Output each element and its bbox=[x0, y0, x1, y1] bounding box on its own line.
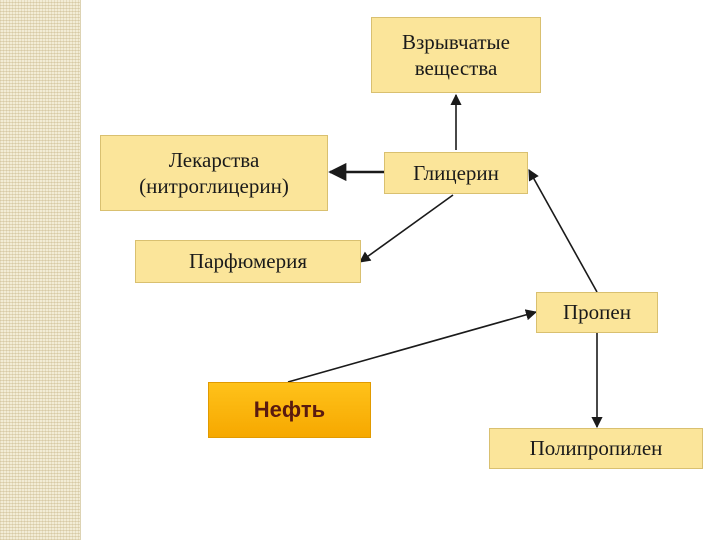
node-oil: Нефть bbox=[208, 382, 371, 438]
edge-oil-to-propene bbox=[287, 309, 538, 383]
node-propene: Пропен bbox=[536, 292, 658, 333]
node-perfumery: Парфюмерия bbox=[135, 240, 361, 283]
edge-propene-to-glycerin bbox=[528, 169, 598, 293]
node-medicine: Лекарства (нитроглицерин) bbox=[100, 135, 328, 211]
edge-glycerin-to-perfumery bbox=[359, 194, 454, 263]
decorative-side-strip bbox=[0, 0, 81, 540]
node-glycerin: Глицерин bbox=[384, 152, 528, 194]
node-explosives: Взрывчатые вещества bbox=[371, 17, 541, 93]
node-polypropylene: Полипропилен bbox=[489, 428, 703, 469]
